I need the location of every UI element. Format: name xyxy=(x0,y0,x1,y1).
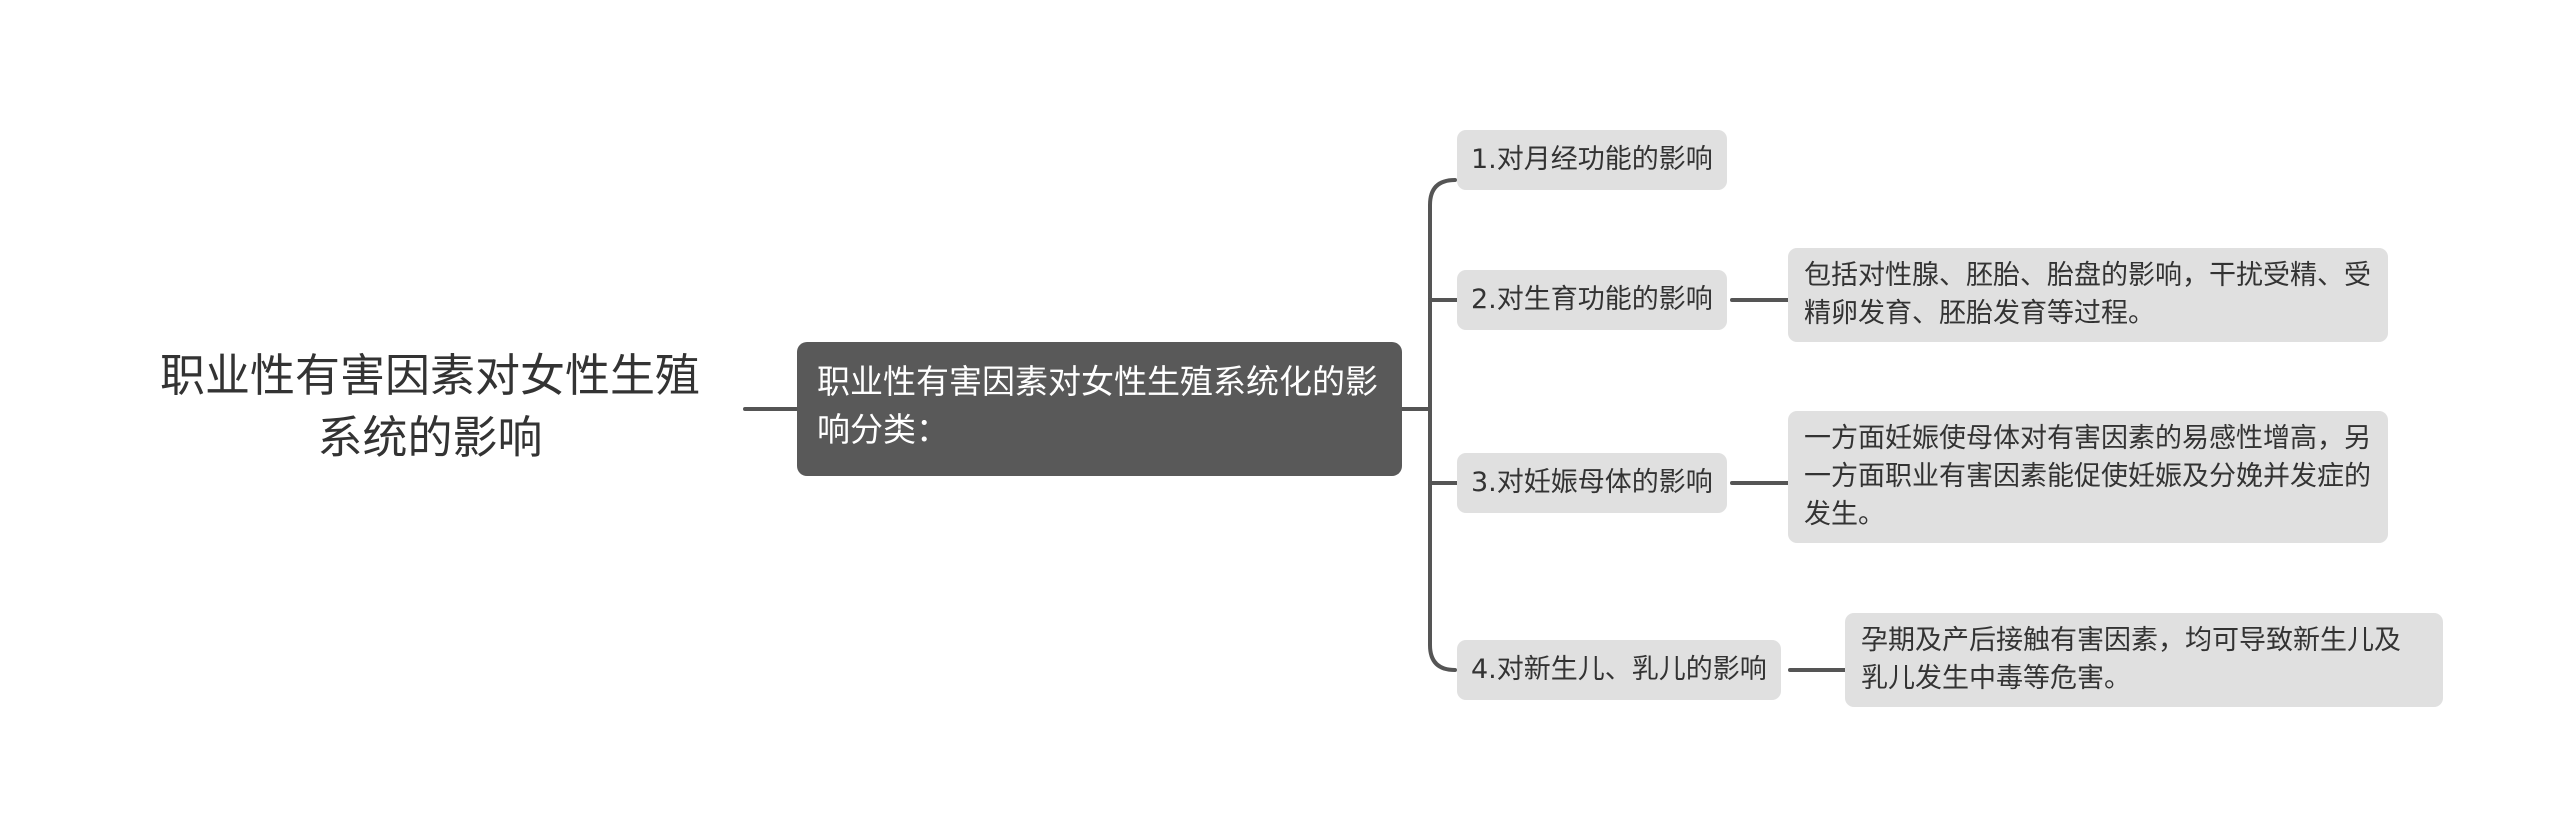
detail-fertility-function[interactable]: 包括对性腺、胚胎、胎盘的影响，干扰受精、受精卵发育、胚胎发育等过程。 xyxy=(1788,248,2388,342)
branch-newborn-infant[interactable]: 4.对新生儿、乳儿的影响 xyxy=(1457,640,1781,700)
root-topic[interactable]: 职业性有害因素对女性生殖系统的影响 xyxy=(159,349,700,464)
branch-fertility-function[interactable]: 2.对生育功能的影响 xyxy=(1457,270,1727,330)
detail-newborn-infant[interactable]: 孕期及产后接触有害因素，均可导致新生儿及乳儿发生中毒等危害。 xyxy=(1845,613,2443,707)
main-topic[interactable]: 职业性有害因素对女性生殖系统化的影响分类： xyxy=(797,342,1402,476)
branch-trunk xyxy=(1428,178,1457,672)
detail-pregnant-mother[interactable]: 一方面妊娠使母体对有害因素的易感性增高，另一方面职业有害因素能促使妊娠及分娩并发… xyxy=(1788,411,2388,543)
branch-pregnant-mother[interactable]: 3.对妊娠母体的影响 xyxy=(1457,453,1727,513)
branch-menstrual-function[interactable]: 1.对月经功能的影响 xyxy=(1457,130,1727,190)
